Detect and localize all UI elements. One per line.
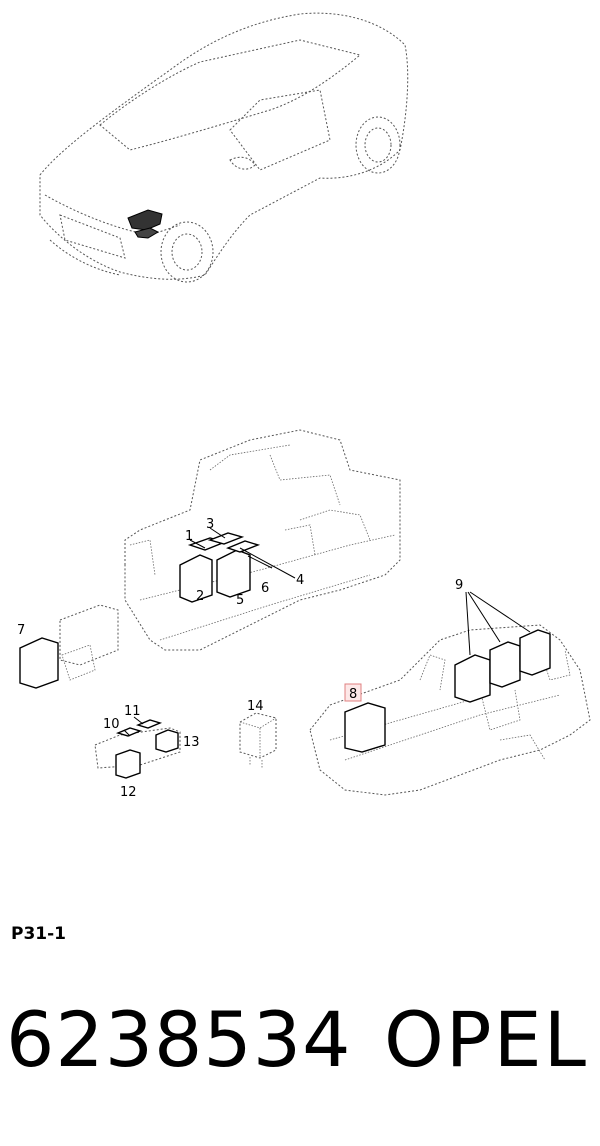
relay-box-main [124,429,401,651]
parts-diagram: 1 2 3 4 5 6 7 8 9 10 11 12 13 14 [17,12,591,800]
callout-2: 2 [196,589,204,604]
callout-1: 1 [185,529,193,544]
callout-7: 7 [17,623,25,638]
callout-4: 4 [296,573,304,588]
callout-8-highlight [344,683,362,702]
relay-group-10-13 [94,719,181,779]
diagram-code: P31-1 [11,924,67,944]
callout-10: 10 [103,717,120,732]
callout-12: 12 [120,785,137,800]
callout-13: 13 [183,735,200,750]
callout-5: 5 [236,593,244,608]
callout-3: 3 [206,517,214,532]
callout-9: 9 [455,578,463,593]
car-illustration [39,12,409,283]
leader-lines [123,527,531,737]
brand-name: OPEL [383,995,588,1084]
relay-14 [239,712,277,768]
callout-6: 6 [261,581,269,596]
callout-11: 11 [124,704,141,719]
relay-7 [19,604,119,689]
relay-box-secondary [309,624,591,796]
callout-8: 8 [349,687,357,702]
callout-14: 14 [247,699,264,714]
part-number: 6238534 [6,995,352,1084]
